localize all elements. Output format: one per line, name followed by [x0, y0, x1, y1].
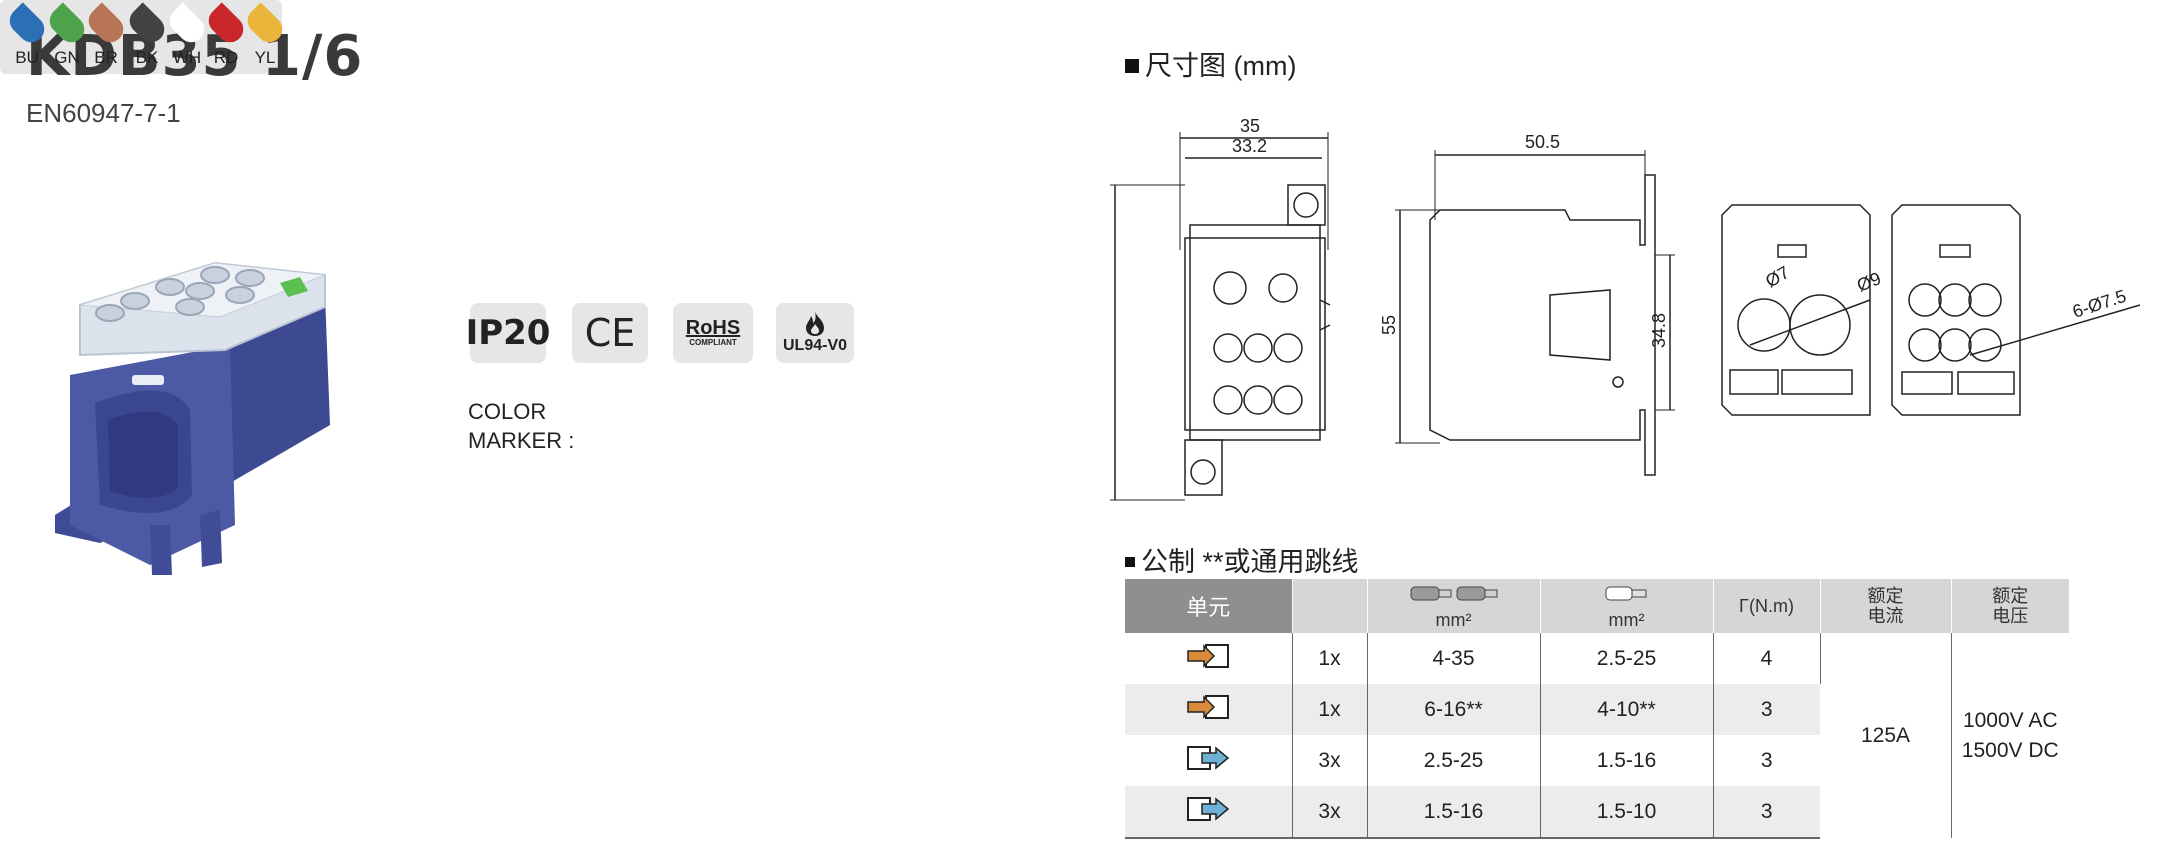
double-ferrule-icon — [1410, 586, 1497, 600]
dimension-title-text: 尺寸图 (mm) — [1145, 51, 1297, 81]
header-voltage: 额定 电压 — [1951, 579, 2069, 633]
row-cross-section-b: 1.5-10 — [1540, 786, 1714, 839]
header-current: 额定 电流 — [1820, 579, 1952, 633]
color-code-label: GN — [54, 48, 80, 67]
product-image — [55, 261, 330, 575]
color-marker-rd: RD — [203, 2, 249, 68]
spec-table: 单元 mm² mm² Γ(N.m) 额定 电流 额定 — [1125, 579, 2069, 839]
color-code-label: BK — [135, 48, 159, 67]
table-header-row: 单元 mm² mm² Γ(N.m) 额定 电流 额定 — [1125, 579, 2069, 633]
color-dot — [44, 2, 90, 48]
bullet-square-icon — [1125, 556, 1135, 567]
standard-code: EN60947-7-1 — [26, 98, 181, 128]
header-current-l2: 电流 — [1867, 606, 1904, 626]
input-orange-icon — [1125, 633, 1293, 684]
ul94-label: UL94-V0 — [782, 337, 848, 354]
row-cross-section-a: 2.5-25 — [1367, 735, 1541, 786]
header-unit: 单元 — [1125, 579, 1293, 633]
color-dot — [4, 2, 50, 48]
rohs-sub-label: COMPLIANT — [689, 338, 737, 347]
row-torque: 4 — [1713, 633, 1821, 684]
spec-section-title: 公制 **或通用跳线 — [1125, 540, 1359, 579]
header-torque: Γ(N.m) — [1713, 579, 1821, 633]
rated-current: 125A — [1820, 633, 1952, 838]
row-cross-section-b: 2.5-25 — [1540, 633, 1714, 684]
voltage-ac: 1000V AC — [1962, 708, 2058, 732]
header-mm2-b-label: mm² — [1608, 609, 1645, 630]
spec-title-text: 公制 **或通用跳线 — [1141, 547, 1359, 577]
color-marker-gn: GN — [44, 2, 90, 68]
dim-d9: Ø9 — [1854, 268, 1884, 296]
row-torque: 3 — [1713, 786, 1820, 839]
flame-icon — [806, 312, 824, 336]
dim-d7: Ø7 — [1762, 262, 1793, 291]
output-blue-icon — [1125, 735, 1293, 786]
row-cross-section-b: 1.5-16 — [1540, 735, 1714, 786]
header-mm2-double: mm² — [1367, 579, 1541, 633]
dim-73: 73 — [1110, 335, 1114, 355]
ul94-badge: UL94-V0 — [776, 303, 854, 363]
row-cross-section-a: 4-35 — [1367, 633, 1541, 684]
color-marker-bu: BU — [4, 2, 50, 68]
color-code-label: RD — [213, 48, 239, 67]
color-dot — [203, 2, 249, 48]
color-dot — [164, 2, 210, 48]
dim-35: 35 — [1240, 116, 1260, 136]
output-view — [1891, 204, 2141, 416]
color-code-label: YL — [254, 48, 276, 67]
dim-55: 55 — [1379, 315, 1399, 335]
ce-badge: CE — [572, 303, 648, 363]
output-blue-icon — [1125, 786, 1293, 839]
dim-33-2: 33.2 — [1232, 136, 1267, 156]
color-code-label: BU — [15, 48, 39, 67]
color-label-line2: MARKER : — [468, 428, 575, 453]
row-count: 3x — [1292, 735, 1368, 786]
color-marker-panel: BU GN BR BK WH RD YL — [0, 0, 288, 74]
rated-voltage: 1000V AC 1500V DC — [1951, 633, 2069, 838]
color-code-label: BR — [94, 48, 118, 67]
color-label-line1: COLOR — [468, 399, 547, 424]
color-marker-wh: WH — [164, 2, 210, 68]
row-cross-section-b: 4-10** — [1540, 684, 1714, 735]
voltage-dc: 1500V DC — [1961, 738, 2059, 762]
color-marker-br: BR — [83, 2, 129, 68]
wire-entry-view — [1721, 204, 1871, 416]
front-view — [1110, 132, 1331, 501]
dim-50-5: 50.5 — [1525, 132, 1560, 152]
color-dot — [83, 2, 129, 48]
header-mm2-single: mm² — [1540, 579, 1714, 633]
dim-34-8: 34.8 — [1649, 313, 1669, 348]
row-torque: 3 — [1713, 684, 1820, 735]
rohs-badge: RoHS COMPLIANT — [673, 303, 753, 363]
dimension-section-title: 尺寸图 (mm) — [1125, 44, 1296, 83]
rohs-label: RoHS — [685, 317, 741, 339]
row-cross-section-a: 1.5-16 — [1367, 786, 1541, 839]
color-marker-label: COLOR MARKER : — [468, 397, 574, 455]
header-voltage-l2: 电压 — [1992, 606, 2029, 626]
side-view — [1395, 150, 1675, 476]
row-count: 3x — [1292, 786, 1368, 839]
row-count: 1x — [1292, 684, 1368, 735]
header-voltage-l1: 额定 — [1992, 586, 2029, 606]
ip20-badge: IP20 — [466, 303, 550, 363]
color-dot — [124, 2, 170, 48]
header-mm2-a-label: mm² — [1435, 609, 1472, 630]
ferrule-icon — [1605, 586, 1646, 600]
bullet-square-icon — [1125, 58, 1139, 73]
dimension-drawing: 35 33.2 73 50.5 55 34.8 Ø7 Ø9 6-Ø7.5 — [1110, 116, 2141, 501]
color-marker-yl: YL — [242, 2, 288, 68]
header-blank — [1292, 579, 1368, 633]
color-code-label: WH — [172, 48, 202, 67]
color-marker-bk: BK — [124, 2, 170, 68]
input-orange-icon — [1125, 684, 1293, 735]
row-cross-section-a: 6-16** — [1367, 684, 1541, 735]
row-count: 1x — [1292, 633, 1368, 684]
row-torque: 3 — [1760, 748, 1773, 772]
header-current-l1: 额定 — [1867, 586, 1904, 606]
color-dot — [242, 2, 288, 48]
